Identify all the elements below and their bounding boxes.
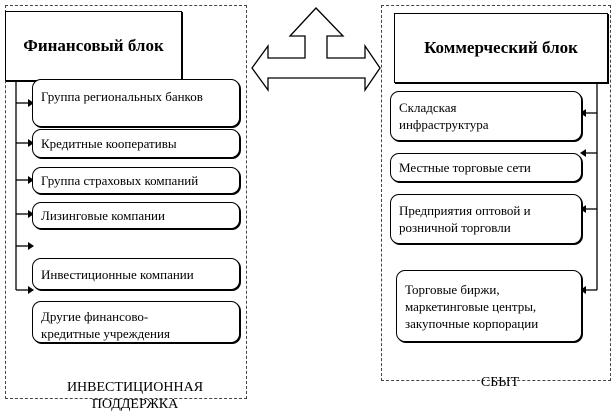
item-regional-banks: Группа региональных банков (32, 79, 240, 127)
sales-label: СБЫТ (480, 375, 520, 390)
item-other-financial-institutions: Другие финансово- кредитные учреждения (32, 301, 240, 343)
item-warehouse-infrastructure: Складская инфраструктура (390, 91, 582, 141)
item-credit-cooperatives: Кредитные кооперативы (32, 129, 240, 158)
item-local-retail-networks: Местные торговые сети (390, 153, 582, 182)
item-wholesale-retail-enterprises: Предприятия оптовой и розничной торговли (390, 194, 582, 244)
three-way-arrow-icon (251, 7, 381, 93)
item-insurance-companies: Группа страховых компаний (32, 167, 240, 194)
item-leasing-companies: Лизинговые компании (32, 202, 240, 229)
financial-block-title: Финансовый блок (5, 11, 182, 81)
commercial-block-title: Коммерческий блок (394, 13, 608, 83)
investment-support-label: ИНВЕСТИЦИОННАЯ ПОДДЕРЖКА (66, 380, 204, 412)
item-exchanges-marketing-centers: Торговые биржи, маркетинговые центры, за… (396, 270, 582, 342)
connector-lines (15, 7, 598, 294)
commercial-block-frame (381, 5, 611, 381)
item-investment-companies: Инвестиционные компании (32, 258, 240, 290)
financial-block-frame (5, 5, 247, 399)
